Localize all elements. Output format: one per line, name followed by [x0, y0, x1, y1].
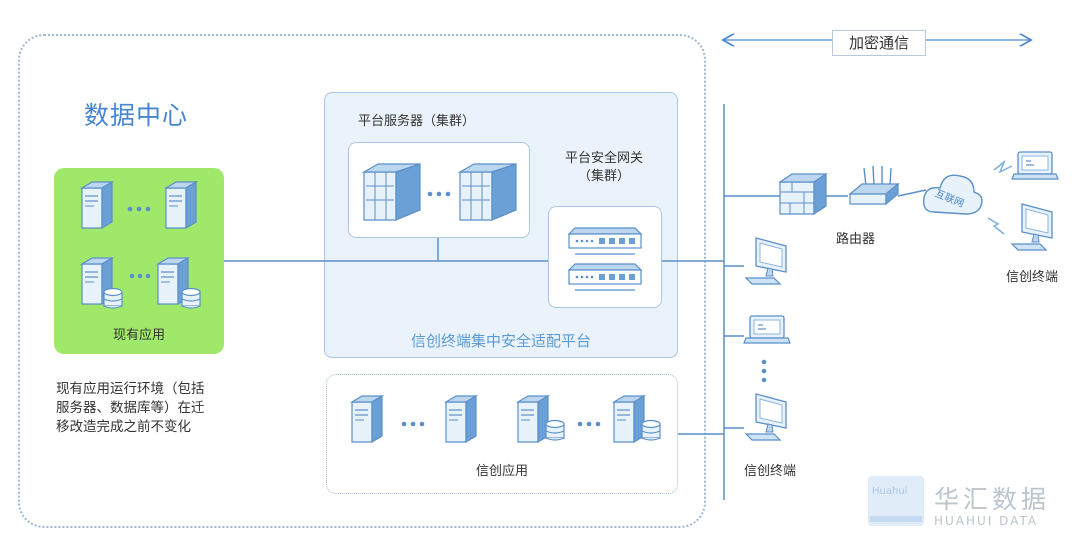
gateway-label-line: （集群） — [577, 169, 630, 184]
terminal-right-label: 信创终端 — [1006, 270, 1059, 285]
server-icon — [165, 181, 197, 229]
server-icon — [81, 181, 113, 229]
gateway-appliance-icon — [568, 227, 642, 249]
ellipsis-icon — [577, 421, 601, 427]
connection-lines — [224, 104, 927, 500]
server-cluster-icons — [363, 163, 517, 221]
desktop-icon — [745, 237, 787, 285]
router-to-cloud-line — [897, 189, 927, 197]
server-rack-icon — [459, 163, 517, 221]
gateway-label: 平台安全网关 （集群） — [552, 150, 656, 186]
existing-apps-note: 现有应用运行环境（包括 服务器、数据库等）在迁 移改造完成之前不变化 — [56, 380, 246, 437]
brand-name-cn: 华汇数据 — [934, 485, 1051, 514]
wireless-bolt-icon — [993, 159, 1013, 174]
desktop-icon — [745, 393, 787, 441]
platform-label: 信创终端集中安全适配平台 — [410, 332, 591, 350]
gateway-box — [548, 206, 662, 308]
xinchuang-apps-icons — [351, 395, 661, 443]
existing-apps-note-line: 服务器、数据库等）在迁 — [56, 400, 205, 416]
db-server-icon — [613, 395, 645, 443]
server-rack-icon — [363, 163, 421, 221]
existing-apps-note-line: 移改造完成之前不变化 — [56, 419, 191, 435]
gateway-label-line: 平台安全网关 — [564, 151, 643, 166]
laptop-icon — [743, 315, 791, 344]
brand-logo-text: Huahui — [872, 486, 907, 497]
database-icon — [181, 287, 201, 309]
brand-name-en: HUAHUI DATA — [934, 514, 1039, 528]
existing-apps-note-line: 现有应用运行环境（包括 — [56, 381, 205, 397]
server-icon — [351, 395, 383, 443]
router-icon — [848, 165, 900, 206]
data-center-title: 数据中心 — [84, 101, 189, 130]
server-icon — [445, 395, 477, 443]
database-icon — [545, 419, 565, 441]
existing-apps-label: 现有应用 — [112, 328, 165, 343]
brand-logo-icon: Huahui — [868, 476, 924, 526]
wireless-bolt-icon — [987, 217, 1005, 235]
gateway-appliance-icon — [568, 263, 642, 285]
ellipsis-icon — [129, 273, 151, 279]
encryption-label: 加密通信 — [832, 30, 926, 56]
desktop-icon — [1011, 203, 1053, 251]
vertical-ellipsis-icon — [761, 359, 767, 383]
existing-apps-servers — [81, 181, 201, 309]
ellipsis-icon — [127, 206, 151, 212]
laptop-icon — [1011, 151, 1059, 180]
router-label: 路由器 — [836, 232, 876, 247]
terminal-left-label: 信创终端 — [744, 464, 797, 479]
database-icon — [641, 419, 661, 441]
xinchuang-apps-label: 信创应用 — [475, 464, 528, 479]
gateway-icons — [568, 227, 642, 291]
db-server-icon — [517, 395, 549, 443]
database-icon — [103, 287, 123, 309]
ellipsis-icon — [401, 421, 425, 427]
ellipsis-icon — [427, 191, 451, 197]
cloud-icon: 互联网 — [923, 174, 983, 215]
firewall-icon — [779, 173, 827, 215]
xinchuang-apps-box — [326, 374, 678, 494]
data-center-boundary — [18, 34, 706, 528]
server-cluster-label: 平台服务器（集群） — [358, 114, 476, 129]
